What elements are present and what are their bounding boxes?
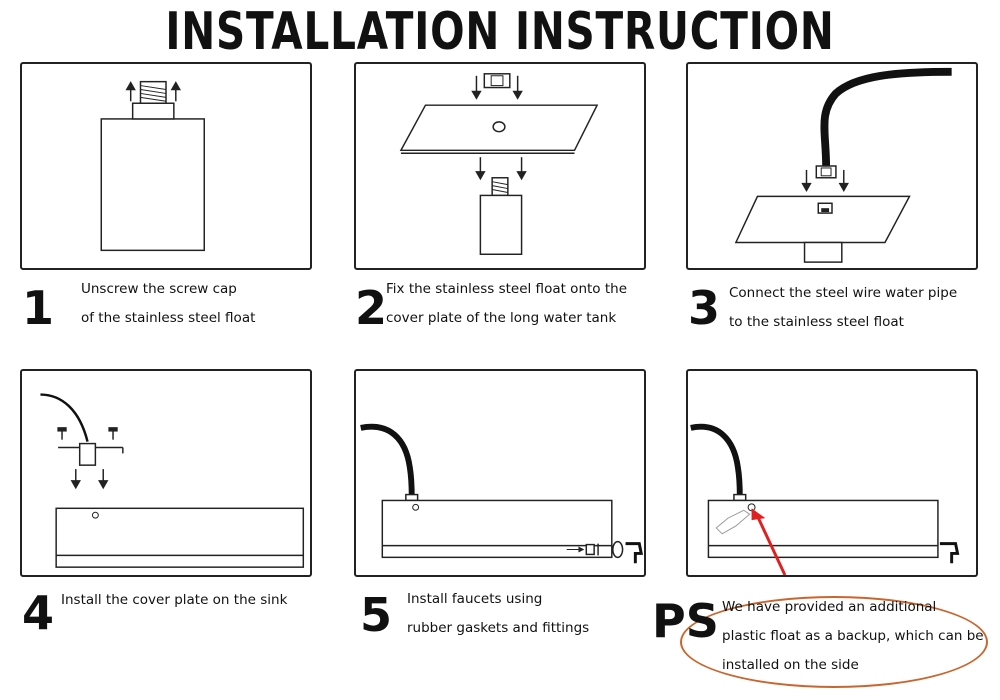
step-2-line-1: Fix the stainless steel float onto the [386, 281, 627, 297]
ps-illustration [686, 369, 978, 577]
float-unscrew-drawing [100, 80, 205, 252]
step-1-illustration [20, 62, 312, 270]
step-3-text: Connect the steel wire water pipe to the… [729, 279, 957, 337]
ps-line-1: We have provided an additional [722, 599, 937, 615]
step-2-line-2: cover plate of the long water tank [386, 310, 617, 326]
ps-label: PS [652, 594, 719, 648]
step-4-number: 4 [22, 586, 55, 640]
cover-plate-drawing [40, 393, 305, 568]
step-4-line-1: Install the cover plate on the sink [61, 592, 288, 608]
step-3-line-2: to the stainless steel float [729, 314, 904, 330]
step-5-line-2: rubber gaskets and fittings [407, 620, 590, 636]
step-3-number: 3 [688, 281, 721, 335]
ps-line-3: installed on the side [722, 657, 859, 673]
step-1-number: 1 [22, 281, 55, 335]
step-5-text: Install faucets using rubber gaskets and… [407, 585, 589, 643]
faucet-install-drawing [360, 423, 644, 564]
page-title: INSTALLATION INSTRUCTION [165, 2, 835, 62]
step-4-text: Install the cover plate on the sink [61, 586, 287, 615]
pipe-connect-drawing [734, 67, 952, 263]
step-4-illustration [20, 369, 312, 577]
step-5-illustration [354, 369, 646, 577]
step-2-illustration [354, 62, 646, 270]
float-fix-drawing [399, 73, 599, 256]
ps-line-2: plastic float as a backup, which can be [722, 628, 984, 644]
ps-highlight-oval [680, 596, 988, 688]
backup-float-drawing [690, 423, 960, 575]
step-5-line-1: Install faucets using [407, 591, 543, 607]
step-1-line-1: Unscrew the screw cap [81, 281, 237, 297]
ps-text: We have provided an additional plastic f… [722, 593, 984, 680]
step-5-number: 5 [360, 588, 393, 642]
step-3-illustration [686, 62, 978, 270]
step-2-text: Fix the stainless steel float onto the c… [386, 275, 627, 333]
step-2-number: 2 [355, 281, 388, 335]
step-1-line-2: of the stainless steel float [81, 310, 256, 326]
step-3-line-1: Connect the steel wire water pipe [729, 285, 958, 301]
step-1-text: Unscrew the screw cap of the stainless s… [81, 275, 255, 333]
